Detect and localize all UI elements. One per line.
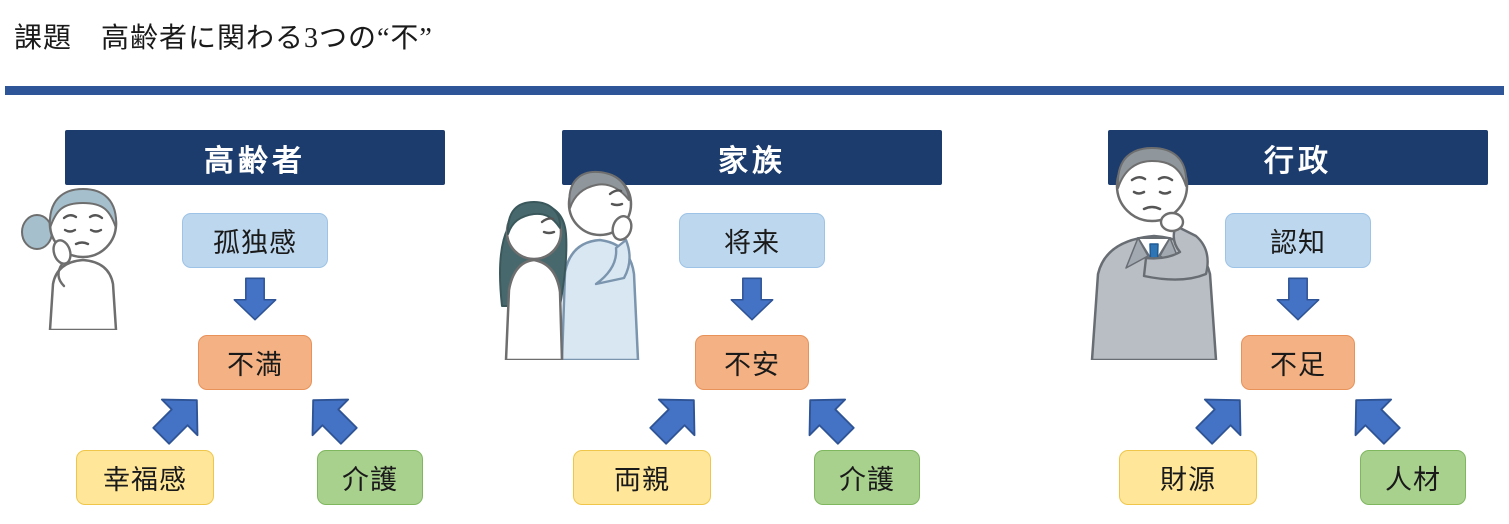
factor-box-left: 両親: [573, 450, 711, 505]
factor-label: 介護: [342, 465, 398, 495]
up-right-arrow-icon: [139, 378, 218, 457]
result-box: 不足: [1241, 335, 1355, 390]
up-left-arrow-icon: [788, 378, 867, 457]
down-arrow-icon: [1275, 276, 1321, 322]
down-arrow-icon: [729, 276, 775, 322]
factor-box-right: 人材: [1360, 450, 1466, 505]
factor-box-left: 財源: [1119, 450, 1257, 505]
up-left-arrow-icon: [291, 378, 370, 457]
concern-box: 認知: [1225, 213, 1371, 268]
worried-elderly-woman-illustration: [21, 188, 118, 330]
factor-label: 財源: [1160, 465, 1216, 495]
factor-box-right: 介護: [814, 450, 920, 505]
concern-label: 将来: [724, 228, 780, 258]
factor-label: 両親: [614, 465, 670, 495]
factor-label: 幸福感: [103, 465, 187, 495]
up-right-arrow-icon: [636, 378, 715, 457]
title-divider: [5, 86, 1504, 95]
concern-box: 将来: [679, 213, 825, 268]
factor-box-right: 介護: [317, 450, 423, 505]
group-elderly: 高齢者 孤独感 不満 幸福感 介護: [65, 130, 445, 510]
concern-label: 認知: [1270, 228, 1326, 258]
result-label: 不満: [227, 350, 283, 380]
slide-title: 課題 高齢者に関わる3つの“不”: [14, 23, 433, 54]
up-right-arrow-icon: [1182, 378, 1261, 457]
factor-box-left: 幸福感: [76, 450, 214, 505]
group-header-label: 行政: [1264, 144, 1332, 178]
result-box: 不満: [198, 335, 312, 390]
up-left-arrow-icon: [1334, 378, 1413, 457]
group-header-label: 高齢者: [204, 144, 306, 178]
result-label: 不足: [1270, 350, 1326, 380]
group-family: 家族 将来 不安 両親 介護: [562, 130, 942, 510]
group-header: 高齢者: [65, 130, 445, 185]
result-label: 不安: [724, 350, 780, 380]
group-header-label: 家族: [718, 144, 786, 178]
concern-box: 孤独感: [182, 213, 328, 268]
down-arrow-icon: [232, 276, 278, 322]
factor-label: 人材: [1385, 465, 1441, 495]
group-header: 家族: [562, 130, 942, 185]
thinking-businessman-illustration: [1090, 147, 1218, 360]
result-box: 不安: [695, 335, 809, 390]
thinking-couple-illustration: [499, 170, 640, 360]
concern-label: 孤独感: [213, 228, 297, 258]
factor-label: 介護: [839, 465, 895, 495]
